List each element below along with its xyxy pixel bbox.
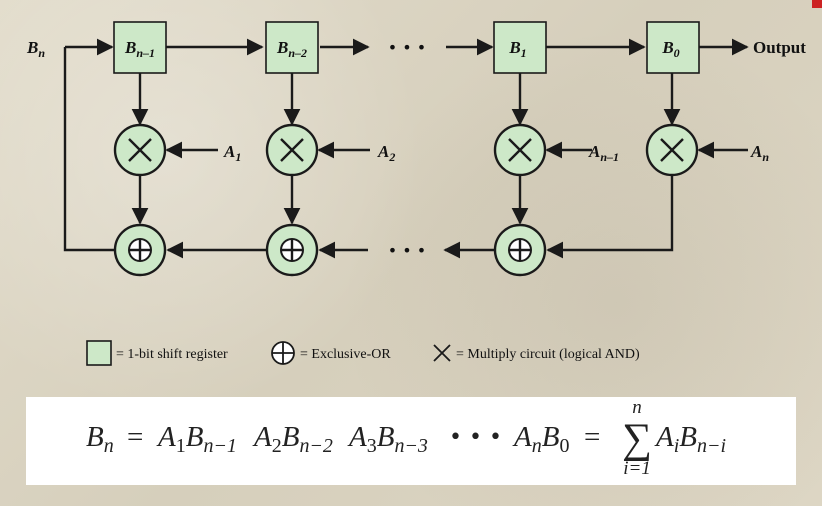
multiply-icon <box>660 138 684 162</box>
formula-lhs: Bn <box>86 421 114 457</box>
coefficient-a1: A1 <box>223 142 241 164</box>
formula-sum-term: AiBn−i <box>654 421 726 457</box>
legend-register-swatch <box>86 340 112 366</box>
formula-last-term: AnB0 <box>512 421 569 457</box>
multiply-icon <box>280 138 304 162</box>
formula-term-2: A2Bn−2 <box>252 421 333 457</box>
formula-equals-2: = <box>584 421 600 453</box>
xor-gate-2 <box>265 223 319 277</box>
formula-dots: • • • <box>449 425 502 450</box>
coefficient-an1: An–1 <box>588 142 619 164</box>
formula-sum-symbol: ∑ <box>622 416 652 462</box>
wire-and4-to-xor <box>546 176 674 259</box>
coefficient-an: An <box>750 142 769 164</box>
xor-gate-1 <box>113 223 167 277</box>
legend-xor-text: = Exclusive-OR <box>300 347 391 362</box>
multiply-icon <box>508 138 532 162</box>
formula-sum-upper: n <box>632 397 642 418</box>
register-bn1 <box>113 21 167 74</box>
register-label-b1: B1 <box>508 38 526 60</box>
multiply-icon <box>128 138 152 162</box>
legend-multiply-text: = Multiply circuit (logical AND) <box>456 347 640 362</box>
input-label-bn: Bn <box>26 38 45 60</box>
and-gate-1 <box>113 123 167 177</box>
and-gate-4 <box>645 123 699 177</box>
legend-xor-icon <box>271 341 295 365</box>
xor-icon <box>281 239 303 261</box>
register-label-bn1: Bn–1 <box>124 38 155 60</box>
legend: = 1-bit shift register = Exclusive-OR = … <box>86 340 640 366</box>
and-gates <box>113 123 699 177</box>
coefficient-a2: A2 <box>377 142 395 164</box>
formula-equals-1: = <box>127 421 143 453</box>
wire-feedback <box>63 47 114 252</box>
continuation-dots-top: • • • <box>388 38 426 57</box>
register-bn2 <box>265 21 319 74</box>
legend-register-text: = 1-bit shift register <box>116 347 228 362</box>
output-label: Output <box>753 38 806 57</box>
xor-icon <box>509 239 531 261</box>
continuation-dots-bottom: • • • <box>388 241 426 260</box>
xor-gates <box>113 223 547 277</box>
and-gate-2 <box>265 123 319 177</box>
formula-panel <box>26 397 796 485</box>
registers <box>113 21 700 74</box>
register-b0 <box>646 21 700 74</box>
xor-gate-3 <box>493 223 547 277</box>
corner-mark <box>812 0 822 8</box>
formula-term-1: A1Bn−1 <box>156 421 237 457</box>
register-label-bn2: Bn–2 <box>276 38 307 60</box>
register-b1 <box>493 21 547 74</box>
and-gate-3 <box>493 123 547 177</box>
xor-icon <box>129 239 151 261</box>
register-label-b0: B0 <box>661 38 679 60</box>
wires <box>63 38 749 259</box>
legend-multiply-icon <box>433 344 451 362</box>
formula-term-3: A3Bn−3 <box>347 421 428 457</box>
formula-sum-lower: i=1 <box>623 458 651 479</box>
